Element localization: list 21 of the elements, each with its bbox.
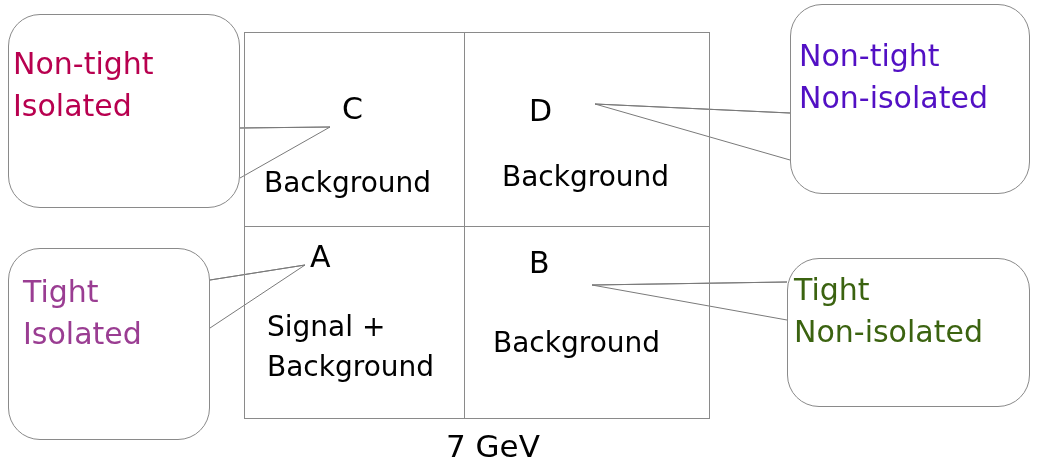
region-description: Background [264, 165, 433, 201]
callout-text: Non-tight Non-isolated [799, 37, 989, 117]
grid-cell [464, 32, 710, 227]
callout-bubble [8, 248, 210, 440]
callout-bubble [8, 14, 240, 208]
callout-bubble [790, 4, 1030, 194]
grid-cell [244, 32, 465, 227]
region-description: Signal + Background [267, 309, 436, 385]
region-letter: A [310, 239, 331, 275]
axis-label: 7 GeV [446, 427, 540, 466]
callout-bubble [787, 258, 1030, 407]
callout-text: Tight Isolated [23, 273, 143, 353]
callout-text: Tight Non-isolated [794, 271, 984, 351]
grid-cell [244, 226, 465, 419]
region-letter: D [529, 93, 553, 129]
region-description: Background [502, 159, 671, 195]
region-description: Background [493, 325, 662, 361]
region-letter: B [529, 245, 550, 281]
callout-text: Non-tight Isolated [13, 45, 155, 125]
grid-cell [464, 226, 710, 419]
region-letter: C [342, 91, 363, 127]
